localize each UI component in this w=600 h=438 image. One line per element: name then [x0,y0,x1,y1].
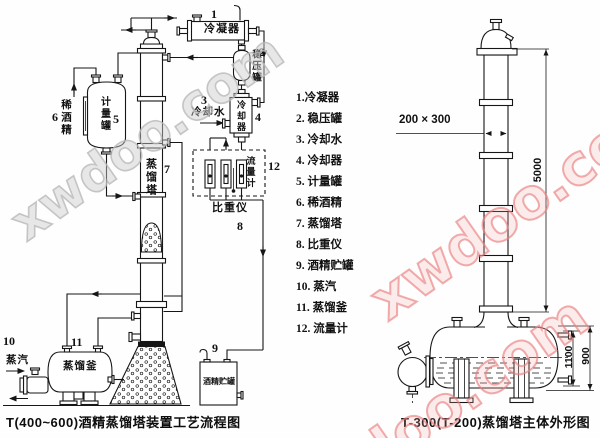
number-metering-tank: 5 [113,112,119,126]
storage-tank-label: 酒精贮罐 [203,377,235,386]
number-hydrometer: 8 [237,219,243,233]
number-steam: 10 [3,334,15,348]
number-cooling-water: 3 [201,93,207,107]
flow-arrows [6,15,267,402]
legend-item-1: 1.冷凝器 [296,92,340,104]
condenser-label: 冷凝器 [204,23,240,35]
dimension-kettle-1100: 1100 [563,345,575,369]
legend: 1.冷凝器 2. 稳压罐 3. 冷却水 4. 冷却器 5. 计量罐 6. 稀酒精… [296,88,354,340]
dilute-alcohol-label: 稀酒精 [60,99,73,137]
dimension-nozzle: 200 × 300 [399,114,451,126]
dimension-lines [396,48,594,391]
legend-item-3: 3. 冷却水 [296,134,342,146]
legend-item-4: 4. 冷却器 [296,155,342,167]
number-flowmeter: 12 [268,159,280,173]
dimension-shell-height: 5000 [532,157,544,183]
number-kettle: 11 [71,335,83,349]
flow-diagram [3,4,267,407]
number-tower: 7 [164,162,170,176]
legend-item-6: 6. 稀酒精 [296,197,342,209]
flowmeter-panel [192,149,266,197]
steam-label: 蒸汽 [6,354,29,366]
condenser-vessel [176,4,260,45]
stabilizer-label: 稳压罐 [249,49,261,84]
steam-heater [19,367,49,395]
legend-item-5: 5. 计量罐 [296,176,342,188]
hydrometer-label: 比重仪 [212,202,248,214]
legend-item-8: 8. 比重仪 [296,239,342,251]
metering-tank-vessel [82,74,127,155]
storage-tank-vessel [199,348,244,406]
metering-tank-label: 计量罐 [98,96,110,132]
number-condenser: 1 [211,7,217,21]
outline-drawing-caption: T-300(T-200)蒸馏塔主体外形图 [401,415,591,430]
outline-drawing [396,18,594,404]
dimension-kettle-900: 900 [580,347,592,365]
flowmeter-label: 流量计 [245,156,256,189]
legend-item-7: 7. 蒸馏塔 [296,218,342,230]
cooler-vessel [221,88,261,143]
outline-column [473,18,519,329]
outline-kettle [397,316,573,404]
distillation-tower-vessel [109,29,182,405]
number-stabilizer: 2 [259,45,265,59]
number-storage-tank: 9 [212,341,218,355]
legend-item-12: 12. 流量计 [296,323,348,335]
kettle-label: 蒸馏釜 [63,360,98,372]
legend-item-10: 10. 蒸汽 [296,281,337,293]
kettle-vessel [47,345,115,406]
legend-item-11: 11. 蒸馏釜 [296,302,348,314]
number-cooler: 4 [255,110,261,124]
stabilizer-vessel [232,44,251,86]
legend-item-2: 2. 稳压罐 [296,113,342,125]
number-dilute-alcohol: 6 [52,110,58,124]
flow-diagram-caption: T(400~600)酒精蒸馏塔装置工艺流程图 [6,415,241,430]
legend-item-9: 9. 酒精贮罐 [296,260,354,272]
cooler-label: 冷却器 [235,100,246,133]
tower-label: 蒸馏塔 [144,158,157,197]
cooling-water-label: 冷却水 [191,106,226,118]
